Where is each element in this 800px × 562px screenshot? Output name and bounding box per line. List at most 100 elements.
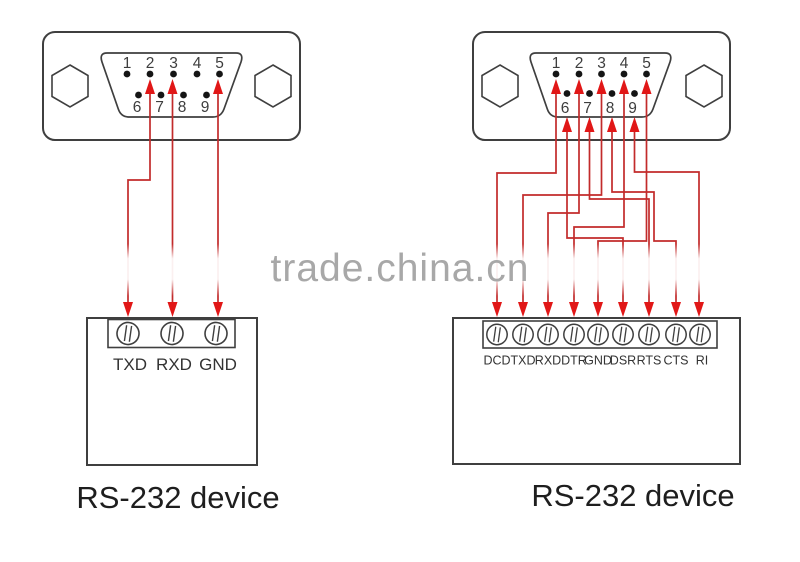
terminal-label: CTS bbox=[664, 354, 689, 368]
pin-number: 6 bbox=[561, 100, 570, 117]
screw-terminal-icon bbox=[587, 323, 609, 346]
screw-terminal-icon bbox=[204, 321, 228, 346]
arrowhead-up-icon bbox=[629, 117, 640, 132]
screw-terminal-icon bbox=[512, 323, 534, 346]
pin-number: 3 bbox=[597, 55, 606, 72]
pin-number: 4 bbox=[620, 55, 629, 72]
pin-dot bbox=[135, 91, 142, 99]
terminal-label: DTR bbox=[561, 354, 587, 368]
arrowhead-down-icon bbox=[644, 302, 654, 317]
dsub-shell bbox=[100, 52, 243, 118]
screw-terminal-icon bbox=[116, 321, 140, 346]
arrowhead-down-icon bbox=[593, 302, 603, 317]
device-label: RS-232 device bbox=[531, 478, 734, 513]
screw-terminal-icon bbox=[537, 323, 559, 346]
pin-number: 1 bbox=[552, 55, 561, 72]
pin-number: 8 bbox=[606, 100, 615, 117]
pin-dot bbox=[643, 70, 650, 78]
pin-dot bbox=[193, 70, 201, 78]
arrowhead-up-icon bbox=[574, 79, 584, 94]
pin-number: 7 bbox=[583, 100, 592, 117]
screw-terminal-icon bbox=[638, 323, 660, 346]
arrowhead-up-icon bbox=[596, 79, 607, 94]
terminal-label: GND bbox=[199, 355, 237, 374]
pin-number: 2 bbox=[146, 55, 155, 72]
dsub-shell bbox=[529, 52, 672, 118]
terminal-label: RTS bbox=[637, 354, 662, 368]
terminal-strip bbox=[107, 318, 236, 349]
screw-terminal-icon bbox=[486, 323, 508, 346]
pin-number: 9 bbox=[201, 99, 210, 116]
pin-number: 1 bbox=[123, 55, 132, 72]
pin-number: 8 bbox=[178, 99, 187, 116]
pin-number: 6 bbox=[133, 99, 142, 116]
pin-dot bbox=[203, 91, 210, 99]
screw-hole-icon bbox=[51, 64, 89, 108]
wire-pin1-to-dcd bbox=[492, 79, 561, 317]
screw-hole-icon bbox=[254, 64, 292, 108]
pin-dot bbox=[598, 70, 605, 78]
device-label: RS-232 device bbox=[76, 480, 279, 515]
pin-number: 5 bbox=[215, 55, 224, 72]
pin-dot bbox=[552, 70, 560, 78]
screw-terminal-icon bbox=[689, 323, 711, 346]
wire bbox=[496, 93, 557, 303]
arrowhead-down-icon bbox=[492, 302, 502, 317]
arrowhead-up-icon bbox=[213, 79, 223, 94]
pin-dot bbox=[146, 70, 154, 78]
terminal-label: RXD bbox=[535, 354, 561, 368]
pin-number: 5 bbox=[642, 55, 651, 72]
screw-terminal-icon bbox=[563, 323, 585, 346]
pin-number: 7 bbox=[155, 99, 164, 116]
screw-terminal-icon bbox=[665, 323, 687, 346]
terminal-label: TXD bbox=[113, 355, 147, 374]
arrowhead-down-icon bbox=[518, 302, 528, 317]
pin-number: 2 bbox=[575, 55, 584, 72]
watermark-text: trade.china.cn bbox=[271, 247, 530, 290]
terminal-label: DCD bbox=[483, 354, 510, 368]
pin-dot bbox=[563, 90, 571, 97]
terminal-label: DSR bbox=[610, 354, 636, 368]
pin-dot bbox=[157, 91, 165, 99]
screw-hole-icon bbox=[685, 64, 723, 108]
terminal-label: TXD bbox=[511, 354, 536, 368]
screw-terminal-icon bbox=[160, 321, 184, 346]
arrowhead-up-icon bbox=[145, 79, 155, 94]
arrowhead-down-icon bbox=[213, 302, 223, 317]
rs232-device-right: DCD TXD RXD DTR GND DSR RTS CTS RI RS-23… bbox=[452, 317, 741, 513]
arrowhead-down-icon bbox=[618, 302, 628, 317]
pin-dot bbox=[180, 91, 187, 99]
terminal-label: RXD bbox=[156, 355, 192, 374]
pin-number: 4 bbox=[193, 55, 202, 72]
pin-dot bbox=[170, 70, 177, 78]
arrowhead-down-icon bbox=[123, 302, 133, 317]
screw-terminal-icon bbox=[612, 323, 634, 346]
arrowhead-up-icon bbox=[551, 79, 561, 94]
arrowhead-down-icon bbox=[543, 302, 553, 317]
pin-dot bbox=[608, 90, 616, 97]
arrowhead-up-icon bbox=[167, 79, 178, 94]
arrowhead-up-icon bbox=[607, 117, 617, 132]
pin-dot bbox=[575, 70, 583, 78]
rs232-device-left: TXD RXD GND RS-232 device bbox=[76, 317, 280, 515]
pin-number: 9 bbox=[628, 100, 637, 117]
terminal-label: RI bbox=[696, 354, 709, 368]
screw-hole-icon bbox=[481, 64, 519, 108]
arrowhead-down-icon bbox=[694, 302, 704, 317]
arrowhead-down-icon bbox=[167, 302, 178, 317]
wire-pin9-to-ri bbox=[629, 117, 704, 317]
wire bbox=[127, 93, 151, 303]
arrowhead-down-icon bbox=[671, 302, 681, 317]
pin-dot bbox=[620, 70, 628, 78]
pin-number: 3 bbox=[169, 55, 178, 72]
pin-dot bbox=[586, 90, 593, 97]
watermark-glow bbox=[88, 244, 740, 296]
arrowhead-up-icon bbox=[641, 79, 652, 94]
pin-dot bbox=[631, 90, 638, 97]
arrowhead-up-icon bbox=[619, 79, 629, 94]
arrowhead-up-icon bbox=[562, 117, 572, 132]
pin-dot bbox=[123, 70, 131, 78]
wire bbox=[633, 131, 700, 303]
